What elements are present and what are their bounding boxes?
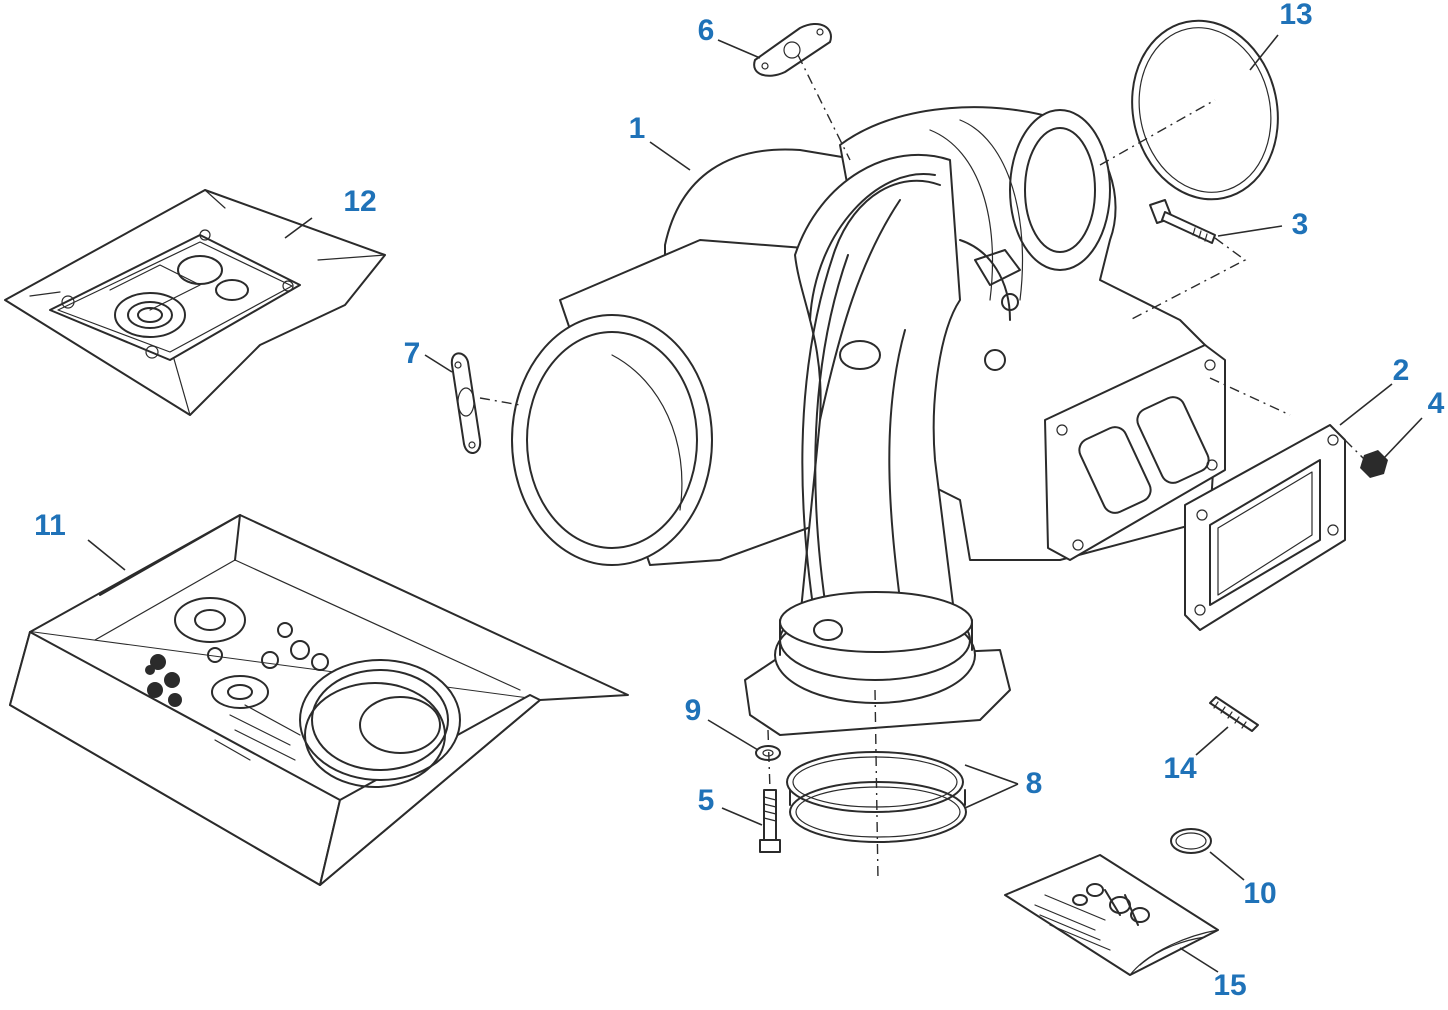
callout-labels: 1 2 3 4 5 6 7 8 9 10 11 12 13 14 15 [34, 0, 1445, 1002]
part-3-bolt [1149, 199, 1216, 244]
part-5-bolt [759, 789, 781, 853]
part-10-small-o-ring [1170, 828, 1212, 854]
part-4-nut [1360, 450, 1388, 478]
callout-10: 10 [1243, 877, 1276, 910]
callout-7: 7 [404, 337, 421, 370]
callout-9: 9 [685, 694, 702, 727]
callout-5: 5 [698, 784, 715, 817]
part-14-stud [1209, 696, 1259, 732]
callout-2: 2 [1393, 354, 1410, 387]
part-11-gasket-kit-box [9, 514, 629, 886]
callout-3: 3 [1292, 208, 1309, 241]
assembly-guide-lines [479, 54, 1366, 881]
part-2-flange-gasket [1184, 424, 1346, 631]
part-7-gasket [450, 352, 482, 454]
part-12-gasket-kit-pouch [4, 189, 386, 416]
callout-leader-lines [87, 34, 1423, 973]
part-9-washer [755, 745, 781, 761]
callout-12: 12 [343, 185, 376, 218]
callout-4: 4 [1428, 387, 1445, 420]
callout-8: 8 [1026, 767, 1043, 800]
part-8-sealing-rings [786, 751, 967, 843]
part-1-turbocharger-assembly [511, 106, 1226, 736]
callout-1: 1 [629, 112, 646, 145]
part-6-gasket [753, 23, 832, 77]
part-15-hardware-kit-pouch [1004, 854, 1219, 976]
callout-14: 14 [1163, 752, 1197, 785]
part-13-large-o-ring [1131, 19, 1279, 201]
callout-13: 13 [1279, 0, 1312, 31]
callout-6: 6 [698, 14, 715, 47]
callout-11: 11 [34, 509, 66, 542]
callout-15: 15 [1213, 969, 1246, 1002]
